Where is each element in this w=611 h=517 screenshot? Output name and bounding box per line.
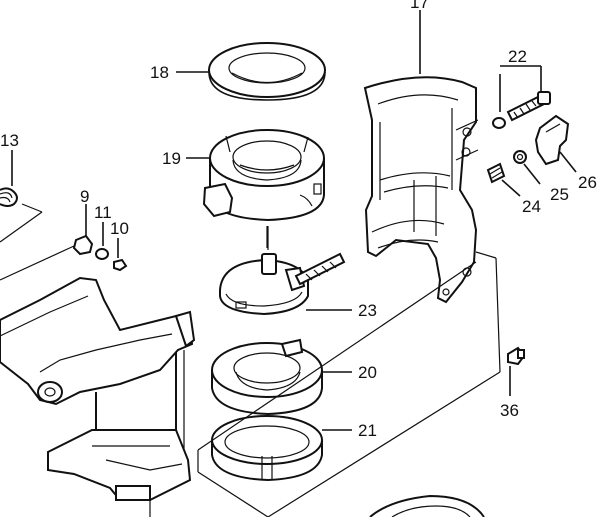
label-36: 36 <box>500 401 519 420</box>
label-24: 24 <box>522 197 541 216</box>
label-22: 22 <box>508 47 527 66</box>
label-11: 11 <box>94 203 112 222</box>
steering-arm-casting <box>0 276 196 517</box>
label-19: 19 <box>162 149 181 168</box>
part-19-upper-housing <box>202 129 325 222</box>
part-24-25-26-knob <box>486 114 577 197</box>
part-36-nipple <box>507 346 526 396</box>
part-22-bolt <box>492 65 551 129</box>
part-13-spring <box>0 150 43 243</box>
label-20: 20 <box>358 363 377 382</box>
part-labels: 17 18 19 22 13 9 11 10 24 25 26 23 20 21… <box>0 0 597 440</box>
part-18-seal-ring <box>208 42 326 101</box>
leader-lines <box>176 10 421 431</box>
label-23: 23 <box>358 301 377 320</box>
part-9-10-11-fasteners <box>0 204 128 281</box>
label-9: 9 <box>80 187 89 206</box>
part-20-lower-housing <box>211 338 323 416</box>
partial-bottom-part <box>369 494 485 517</box>
label-17: 17 <box>410 0 429 12</box>
part-21-split-ring <box>211 415 323 482</box>
reference-lines <box>197 226 501 517</box>
label-10: 10 <box>110 219 129 238</box>
label-21: 21 <box>358 421 377 440</box>
label-26: 26 <box>578 173 597 192</box>
part-17-swivel-bracket <box>363 76 479 304</box>
label-18: 18 <box>150 63 169 82</box>
label-13: 13 <box>0 131 19 150</box>
part-23-clamp-band <box>219 252 346 316</box>
label-25: 25 <box>550 185 569 204</box>
